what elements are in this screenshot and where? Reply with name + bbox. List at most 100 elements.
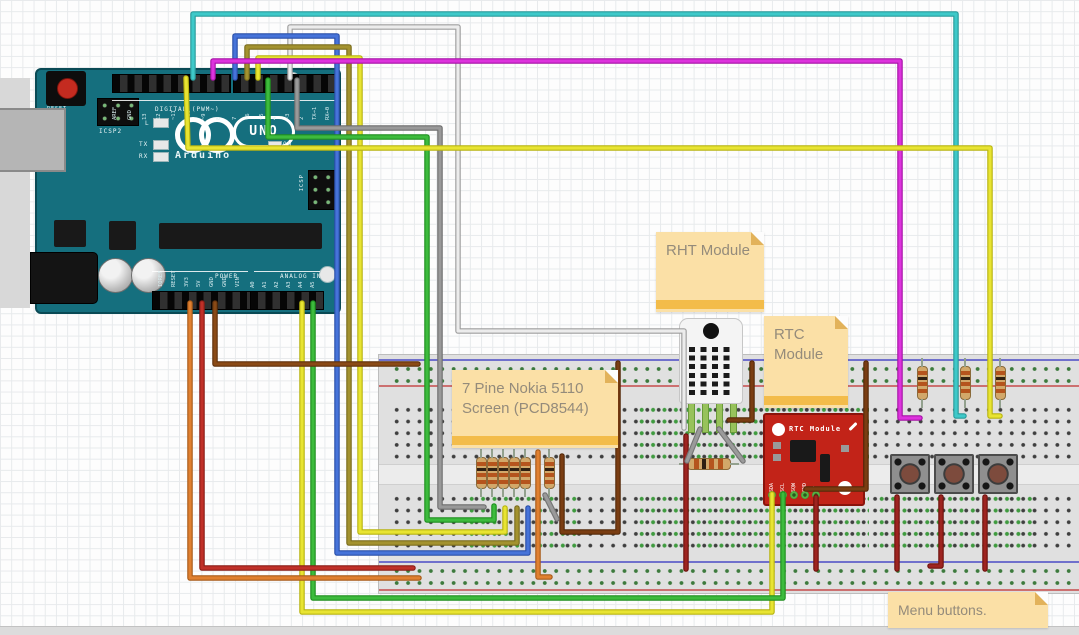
reset-button-cap[interactable] [57,78,78,99]
pin-label-10: ~10 [186,110,192,120]
pin-label-a3: A3 [286,281,292,288]
note-bar [656,300,764,309]
rtc-title: RTC Module [789,425,842,433]
note-menu-buttons[interactable]: Menu buttons. [888,592,1048,628]
note-rtc-text: RTC Module [774,326,824,364]
pin-label-2: 2 [298,116,305,120]
pin-label-7: 7 [232,116,238,120]
note-fold-corner [605,370,618,383]
note-fold-corner [1035,592,1048,605]
pin-label-sqw: SQW [791,482,797,492]
rtc-pin-gnd[interactable] [801,491,809,499]
menu-button-3[interactable] [978,454,1018,494]
resistor[interactable] [487,449,498,497]
rtc-pad [841,445,849,452]
pin-label-13: 13 [141,113,148,120]
on-label: ON [283,141,293,148]
wrench-icon [848,421,858,432]
dht22-grille [689,347,735,395]
analog-pin-labels: A0 A1 A2 A3 A4 A5 [250,262,326,288]
note-rtc-module[interactable]: RTC Module [764,316,848,408]
rtc-pin-5v[interactable] [812,491,820,499]
capacitor [98,258,133,293]
resistor[interactable] [520,449,531,497]
canvas-bottom-strip [0,626,1079,635]
pin-label-9: ~9 [200,113,207,120]
pin-label-5v: 5V [196,280,203,287]
rtc-pin-sda[interactable] [768,491,776,499]
pin-label-aref: AREF [112,106,118,120]
icsp-label: ICSP [299,174,305,192]
pin-label-gnd: GND [126,110,133,120]
pin-label-5: ~5 [258,113,265,120]
pin-label-gnd: GND [222,277,228,287]
pin-label-reset: RESET [170,270,177,287]
usb-connector [0,108,66,172]
power-header[interactable] [152,291,254,310]
resistor[interactable] [960,358,971,408]
led-rx-label: RX [139,153,149,160]
resistor[interactable] [917,358,928,408]
pin-label-gnd: GND [209,277,216,287]
icsp2-label: ICSP2 [99,128,123,135]
pin-label-gnd: GND [802,482,808,492]
digital-header-right[interactable] [233,74,337,93]
dht22-rht-sensor[interactable] [679,318,743,404]
arduino-infinity-logo [199,117,235,153]
power-jack [30,252,98,304]
resistor[interactable] [679,458,739,470]
pin-label-3: ~3 [285,113,292,120]
led-tx [153,140,169,150]
pin-label-a4: A4 [298,281,304,288]
pin-label-a0: A0 [250,281,256,288]
analog-header[interactable] [250,291,324,310]
reset-button[interactable] [46,71,86,106]
pin-label-4: 4 [271,116,278,120]
pin-label-scl: SCL [780,482,786,492]
menu-button-1[interactable] [890,454,930,494]
led-on [268,141,282,150]
led-l-label: L [145,120,150,127]
rtc-pin-sqw[interactable] [790,491,798,499]
pin-label-a1: A1 [262,281,268,288]
menu-button-2[interactable] [934,454,974,494]
rtc-pin-scl[interactable] [779,491,787,499]
green-holes-patch [464,491,579,550]
icsp-header [308,170,336,210]
led-rx [153,152,169,162]
pin-label-12: 12 [156,113,163,120]
led-tx-label: TX [139,141,149,148]
pin-label-11: ~11 [171,110,178,120]
note-bar [764,396,848,405]
resistor[interactable] [509,449,520,497]
rtc-ic [790,440,816,462]
resistor[interactable] [476,449,487,497]
pin-label-a5: A5 [310,281,316,288]
note-rht-text: RHT Module [666,242,750,259]
note-nokia-screen[interactable]: 7 Pine Nokia 5110 Screen (PCD8544) [452,370,618,448]
digital-header-left[interactable] [112,74,231,93]
note-fold-corner [751,232,764,245]
pin-label-a2: A2 [274,281,280,288]
pin-label-tx1: TX→1 [311,106,318,120]
small-ic [109,221,136,250]
pin-label-3v3: 3V3 [183,277,190,287]
resistor[interactable] [498,449,509,497]
led-l [153,118,169,128]
resistor[interactable] [995,358,1006,408]
green-holes-patch [874,491,1034,550]
note-nokia-text: 7 Pine Nokia 5110 Screen (PCD8544) [462,380,589,418]
resistor[interactable] [544,449,555,497]
rtc-pad [773,454,781,461]
pin-label-ioref: IOREF [158,270,164,287]
atmega-chip [159,223,322,249]
note-rht-module[interactable]: RHT Module [656,232,764,312]
bottom-rail-holes[interactable] [389,563,1074,587]
icsp2-header [97,98,139,126]
arduino-brand-label: Arduino [175,150,232,161]
